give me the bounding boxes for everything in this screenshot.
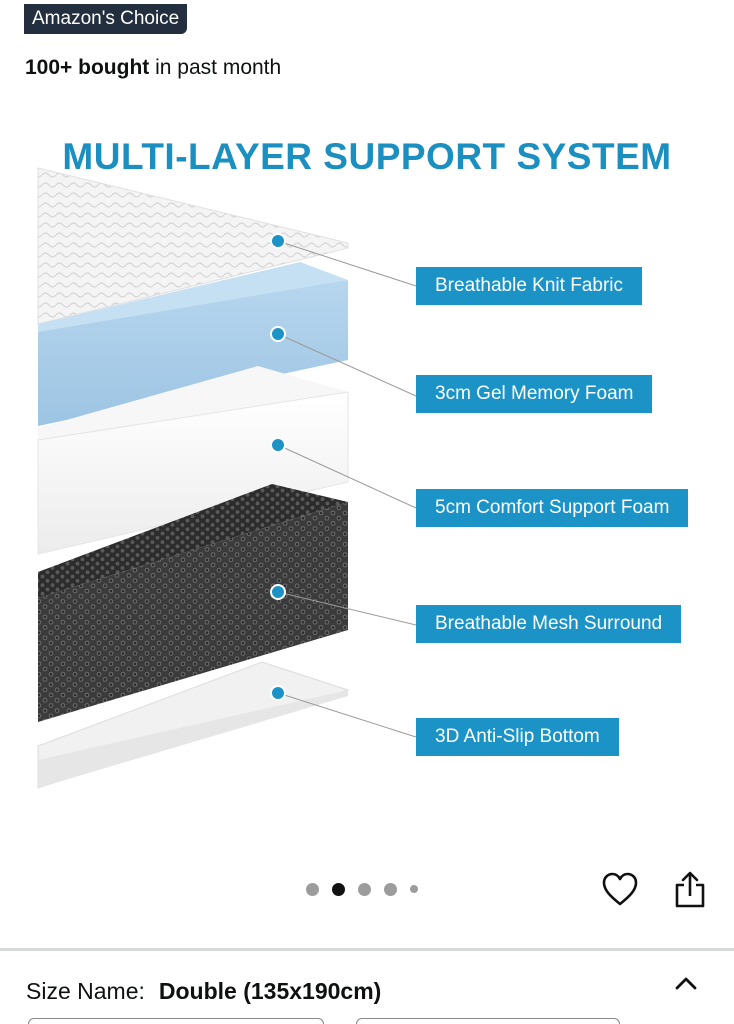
- heart-outline-icon[interactable]: [601, 871, 639, 907]
- carousel-dot[interactable]: [358, 882, 371, 896]
- layer-mesh-side: [38, 502, 348, 722]
- mattress-layers-illustration: [37, 167, 417, 789]
- product-image[interactable]: MULTI-LAYER SUPPORT SYSTEM: [0, 110, 734, 850]
- size-value: Double (135x190cm): [158, 978, 382, 1004]
- layer-dot-1: [270, 233, 286, 249]
- layer-comfort-foam-side: [37, 391, 349, 555]
- layer-label-mesh-surround: Breathable Mesh Surround: [416, 605, 682, 643]
- carousel-dot-active[interactable]: [332, 882, 345, 896]
- layer-label-knit-fabric: Breathable Knit Fabric: [416, 267, 642, 305]
- layer-dot-4: [270, 584, 286, 600]
- layer-dot-2: [270, 326, 286, 342]
- layer-mesh-top: [38, 484, 348, 598]
- layer-dot-5: [270, 685, 286, 701]
- chevron-up-icon[interactable]: [672, 972, 700, 994]
- bought-count-number: 100+ bought: [25, 56, 150, 79]
- carousel-dot[interactable]: [384, 882, 397, 896]
- layer-gel-foam-side: [38, 280, 348, 426]
- layer-label-comfort-foam: 5cm Comfort Support Foam: [416, 489, 689, 527]
- layer-knit-fabric: [37, 167, 349, 325]
- section-divider: [0, 948, 734, 951]
- carousel-dots[interactable]: [306, 882, 418, 896]
- size-options-edge: [0, 1018, 734, 1024]
- bought-count: 100+ bought in past month: [25, 56, 281, 80]
- size-label: Size Name:: [26, 978, 145, 1004]
- amazons-choice-badge: Amazon's Choice: [24, 4, 188, 34]
- size-selector-row[interactable]: Size Name: Double (135x190cm): [26, 978, 381, 1005]
- layer-label-gel-foam: 3cm Gel Memory Foam: [416, 375, 653, 413]
- layer-dot-3: [270, 437, 286, 453]
- bought-count-suffix: in past month: [149, 56, 282, 79]
- carousel-dot[interactable]: [410, 885, 418, 893]
- carousel-dot[interactable]: [306, 882, 319, 896]
- share-icon[interactable]: [673, 869, 707, 909]
- image-headline: MULTI-LAYER SUPPORT SYSTEM: [62, 136, 672, 177]
- layer-label-anti-slip: 3D Anti-Slip Bottom: [416, 718, 619, 756]
